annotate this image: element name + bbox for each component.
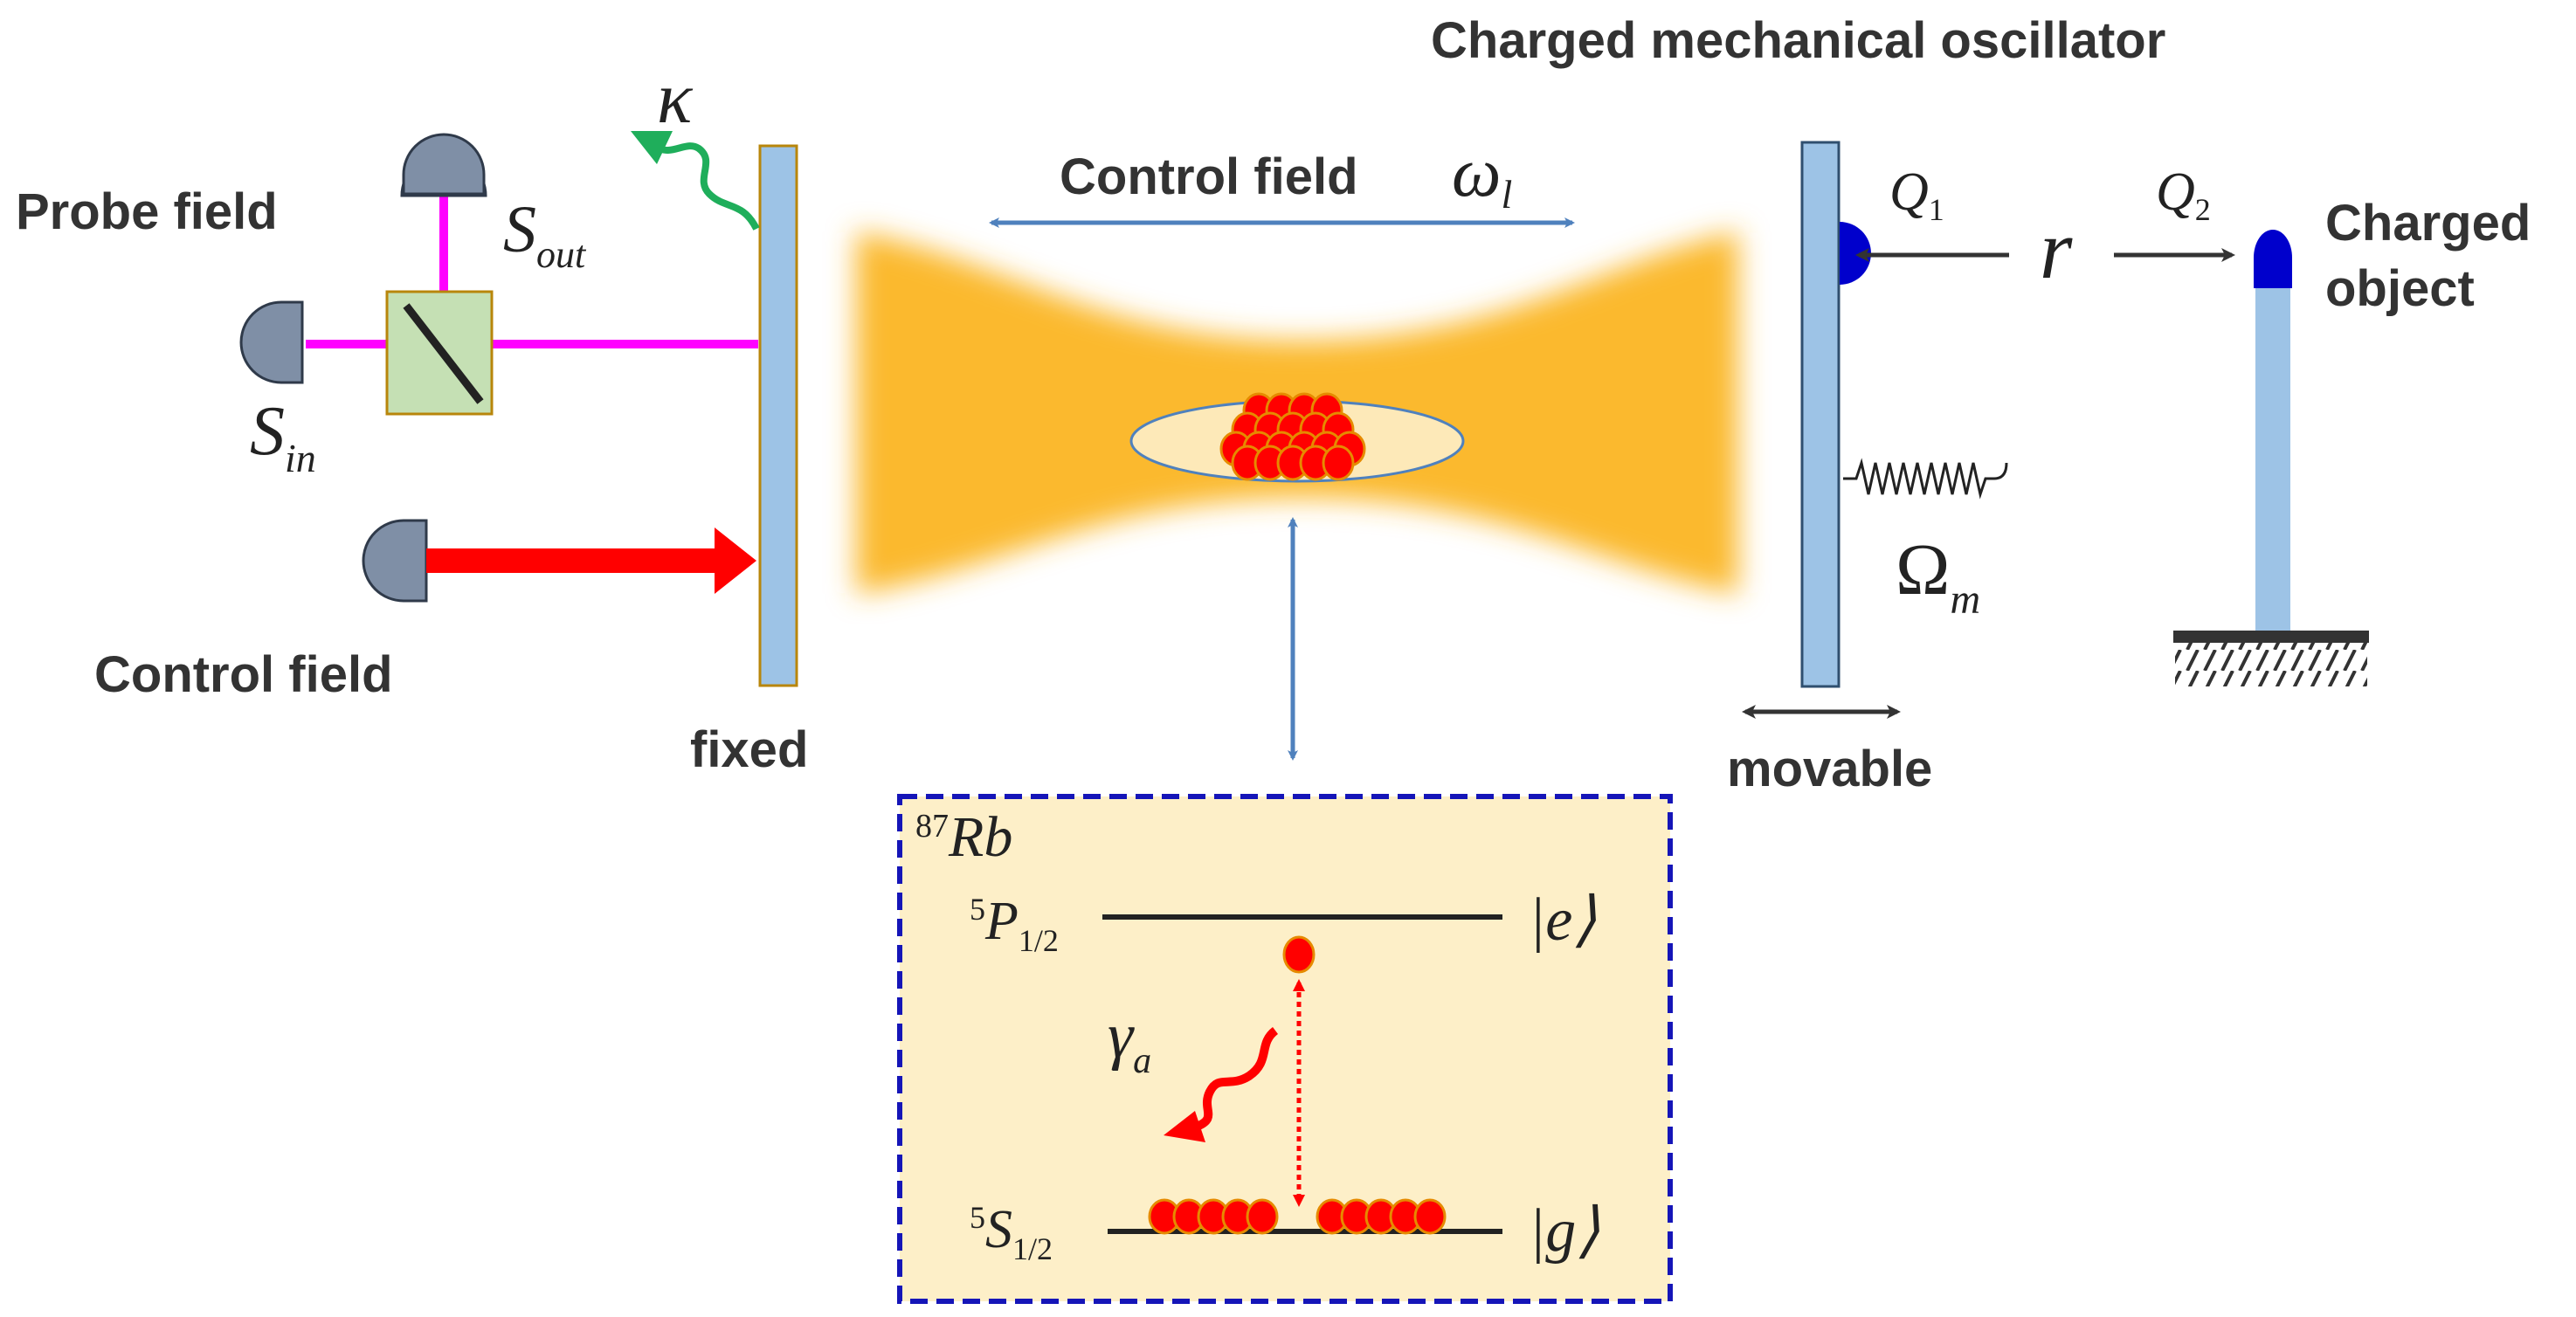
ground-state-atoms [1148,1198,1447,1235]
omega-m-symbol: Ωm [1896,529,1980,623]
detector-s-in [239,300,304,384]
q2-symbol: Q2 [2156,162,2211,227]
charged-object [2173,230,2369,686]
r-symbol: r [2040,203,2073,296]
control-laser-source [362,519,428,603]
ground-atom [1246,1198,1279,1235]
fixed-mirror [758,144,798,687]
movable-mirror [1800,141,1840,688]
s-in-symbol: Sin [250,393,316,480]
charged-mechanical-oscillator-label: Charged mechanical oscillator [1431,12,2165,69]
ket-e-label: |e⟩ [1529,886,1597,954]
control-field-top-label: Control field [1060,148,1358,205]
spring [1843,458,2008,500]
gamma-a-symbol: γa [1108,1000,1151,1081]
cavity-decay-arrow [631,131,760,231]
s-out-symbol: Sout [503,193,587,276]
charge-q1 [1840,222,1871,285]
probe-field-label: Probe field [16,183,278,240]
detector-top-dome [402,133,486,196]
charged-object-label-line2: object [2325,260,2475,317]
control-field-left-label: Control field [94,646,393,703]
kappa-symbol: κ [657,58,694,139]
ket-g-label: |g⟩ [1529,1197,1600,1265]
isotope-label: 87Rb [915,805,1012,869]
charged-object-label-line1: Charged [2325,195,2531,252]
q1-symbol: Q1 [1889,162,1944,227]
excited-atom [1282,935,1316,974]
beam-splitter [385,290,494,416]
movable-label: movable [1727,741,1932,797]
atom-cluster [1219,392,1366,481]
cloud-atom [1322,445,1355,481]
lower-level-label: 5S1/2 [970,1200,1053,1266]
fixed-label: fixed [690,721,808,778]
upper-level-label: 5P1/2 [970,892,1059,958]
spontaneous-decay-arrow [1164,1027,1279,1142]
omega-l-symbol: ωl [1452,134,1512,217]
ground-atom [1413,1198,1447,1235]
control-beam-arrow [426,527,756,594]
rb-level-inset [897,794,1673,1304]
